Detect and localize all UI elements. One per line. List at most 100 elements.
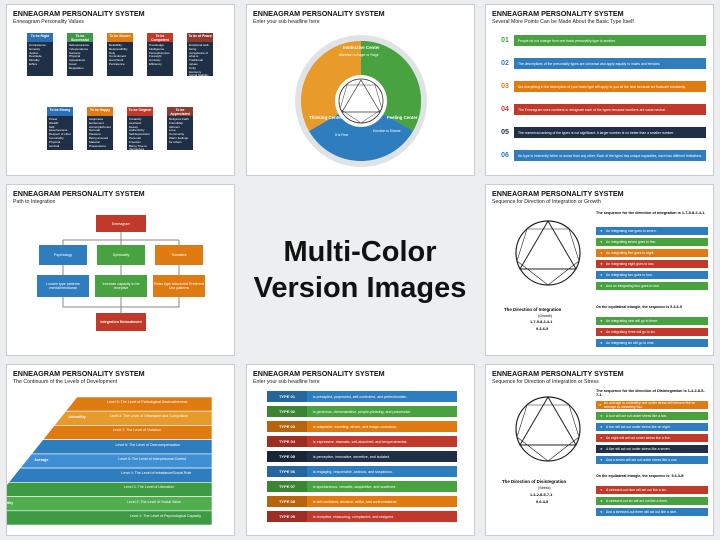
sequence-text: And an integrating four goes to one. — [606, 284, 660, 288]
sequence-text: An integrating five goes to eight. — [606, 251, 655, 255]
value-item: Religious Faith — [169, 117, 189, 121]
value-item: Self-assertiveness — [49, 124, 68, 133]
sequence-bar: ➔And an integrating four goes to one. — [596, 282, 708, 290]
arrow-icon: ➔ — [599, 251, 603, 255]
direction-seq-1: 1-4-2-8-5-7-1 — [530, 493, 553, 497]
value-item: Authenticity — [129, 128, 145, 133]
somatics-box: Somatics — [155, 245, 203, 265]
slide-basic-type-points[interactable]: ENNEAGRAM PERSONALITY SYSTEM Several Mor… — [485, 4, 714, 176]
sequence-text: A two will act out under stress like an … — [606, 425, 671, 429]
value-item: Physical — [69, 54, 81, 59]
arrow-icon: ➔ — [599, 341, 603, 345]
value-item: Reliability — [109, 43, 122, 47]
type-label: TYPE 09 — [267, 511, 307, 522]
point-number: 06 — [496, 150, 514, 161]
value-item: Hard Work — [109, 58, 124, 63]
sequence-bar: ➔An average to unhealthy one under stres… — [596, 401, 708, 409]
sequence-text: A four will act out under stress like a … — [606, 414, 668, 418]
slide-disintegration-stress[interactable]: ENNEAGRAM PERSONALITY SYSTEM Sequence fo… — [485, 364, 714, 536]
sequence-text: An average to unhealthy one under stress… — [603, 401, 696, 409]
point-number: 01 — [496, 35, 514, 46]
level-label: Level 4: The Level of Imbalance/Social R… — [121, 471, 192, 476]
sequence-text: And a seven will act out under stress li… — [606, 458, 678, 462]
slide-types-list[interactable]: ENNEAGRAM PERSONALITY SYSTEM Enter your … — [246, 364, 475, 536]
sequence-heading-2: On the equilateral triangle, the sequenc… — [596, 305, 682, 309]
arrow-icon: ➔ — [599, 436, 603, 440]
level-label: Level 6: The Level of Overcompensation — [115, 442, 180, 447]
arrow-icon: ➔ — [599, 458, 603, 462]
type-description: is generous, demonstrative, people-pleas… — [313, 409, 412, 414]
feeling-center-label: Feeling Center — [387, 115, 418, 120]
value-item: Physical survival — [49, 139, 61, 148]
slide-title: ENNEAGRAM PERSONALITY SYSTEM — [253, 369, 385, 378]
arrow-icon: ➔ — [599, 447, 603, 451]
direction-title: The Direction of Integration — [504, 307, 562, 312]
spirituality-box: Spirituality — [97, 245, 145, 265]
value-item: Knowledge — [149, 43, 164, 47]
direction-seq-2: 9-6-3-9 — [536, 500, 549, 504]
sequence-bar: ➔An integrating three will go to six. — [596, 328, 708, 336]
type-description: is principled, purposeful, self-controll… — [313, 394, 408, 399]
value-item: Power — [49, 117, 58, 121]
value-item: Happiness — [89, 117, 104, 121]
value-item: Excitement — [89, 120, 104, 125]
slide-subtitle: Enneagram Personality Values — [13, 19, 84, 25]
level-label: Level 2: The Level of Social Value — [126, 499, 181, 504]
integration-embodiment-box: Integration Embodiment — [96, 313, 146, 331]
slide-subtitle: The Continuum of the Levels of Developme… — [13, 379, 118, 385]
value-item: Commitment — [109, 54, 127, 59]
sequence-text: An integrating nine will go to three. — [606, 319, 659, 323]
sequence-text: A stressed-out six will act out like a t… — [606, 499, 668, 503]
value-item: Ethics — [29, 61, 38, 66]
sequence-bar: ➔A two will act out under stress like an… — [596, 423, 708, 431]
flow-connectors — [62, 232, 180, 313]
slide-centers[interactable]: ENNEAGRAM PERSONALITY SYSTEM Enter your … — [246, 4, 475, 176]
level-label: Level 5: The Level of Interpersonal Cont… — [118, 456, 187, 461]
value-card-head: To be Happy — [87, 107, 113, 116]
type-label: TYPE 03 — [267, 421, 307, 432]
value-item: Wealth — [49, 120, 59, 125]
type-label: TYPE 05 — [267, 451, 307, 462]
sequence-bar: ➔A stressed-out nine will act out like a… — [596, 486, 708, 494]
value-card-head: To be Successful — [67, 33, 93, 42]
sequence-text: An eight will act out under stress like … — [606, 436, 671, 440]
direction-title: The Direction of Disintegration — [502, 479, 567, 484]
arrow-icon: ➔ — [599, 229, 603, 233]
value-item: Love — [169, 128, 176, 133]
arrow-icon: ➔ — [599, 284, 603, 288]
slide-integration-growth[interactable]: ENNEAGRAM PERSONALITY SYSTEM Sequence fo… — [485, 184, 714, 356]
sequence-text: An integrating one goes to seven. — [606, 229, 657, 233]
value-item: Altruism — [169, 124, 180, 129]
type-description: is expressive, dramatic, self-absorbed, … — [313, 439, 408, 444]
receptive-box: Increase capacity to be receptive — [95, 275, 147, 297]
value-item: Material Possessions — [89, 139, 106, 148]
value-item: Acceptance of what is — [189, 50, 209, 59]
value-card-head: To be Secure — [107, 33, 133, 42]
slide-levels-of-development[interactable]: ENNEAGRAM PERSONALITY SYSTEM The Continu… — [6, 364, 235, 536]
multi-color-heading: Multi-Color Version Images — [240, 180, 480, 360]
sequence-text: And a stressed-out three will act out li… — [606, 510, 678, 514]
type-row: TYPE 03 is adaptable, excelling, driven, … — [267, 421, 457, 432]
sequence-text: An integrating three will go to six. — [606, 330, 656, 334]
value-card-head: To be Original — [127, 107, 153, 116]
slide-personality-values[interactable]: ENNEAGRAM PERSONALITY SYSTEM Enneagram P… — [6, 4, 235, 176]
slide-path-to-integration[interactable]: ENNEAGRAM PERSONALITY SYSTEM Path to Int… — [6, 184, 235, 356]
value-item: Creativity — [129, 117, 142, 121]
point-text: The Enneagram uses numbers to designate … — [518, 107, 666, 112]
sequence-bar: ➔An integrating two goes to four. — [596, 271, 708, 279]
type-description: is adaptable, excelling, driven, and ima… — [313, 424, 398, 429]
slide-title: ENNEAGRAM PERSONALITY SYSTEM — [13, 189, 145, 198]
value-item: Warm feelings for others — [169, 135, 189, 144]
type-label: TYPE 02 — [267, 406, 307, 417]
sequence-bar: ➔An integrating seven goes to five. — [596, 238, 708, 246]
